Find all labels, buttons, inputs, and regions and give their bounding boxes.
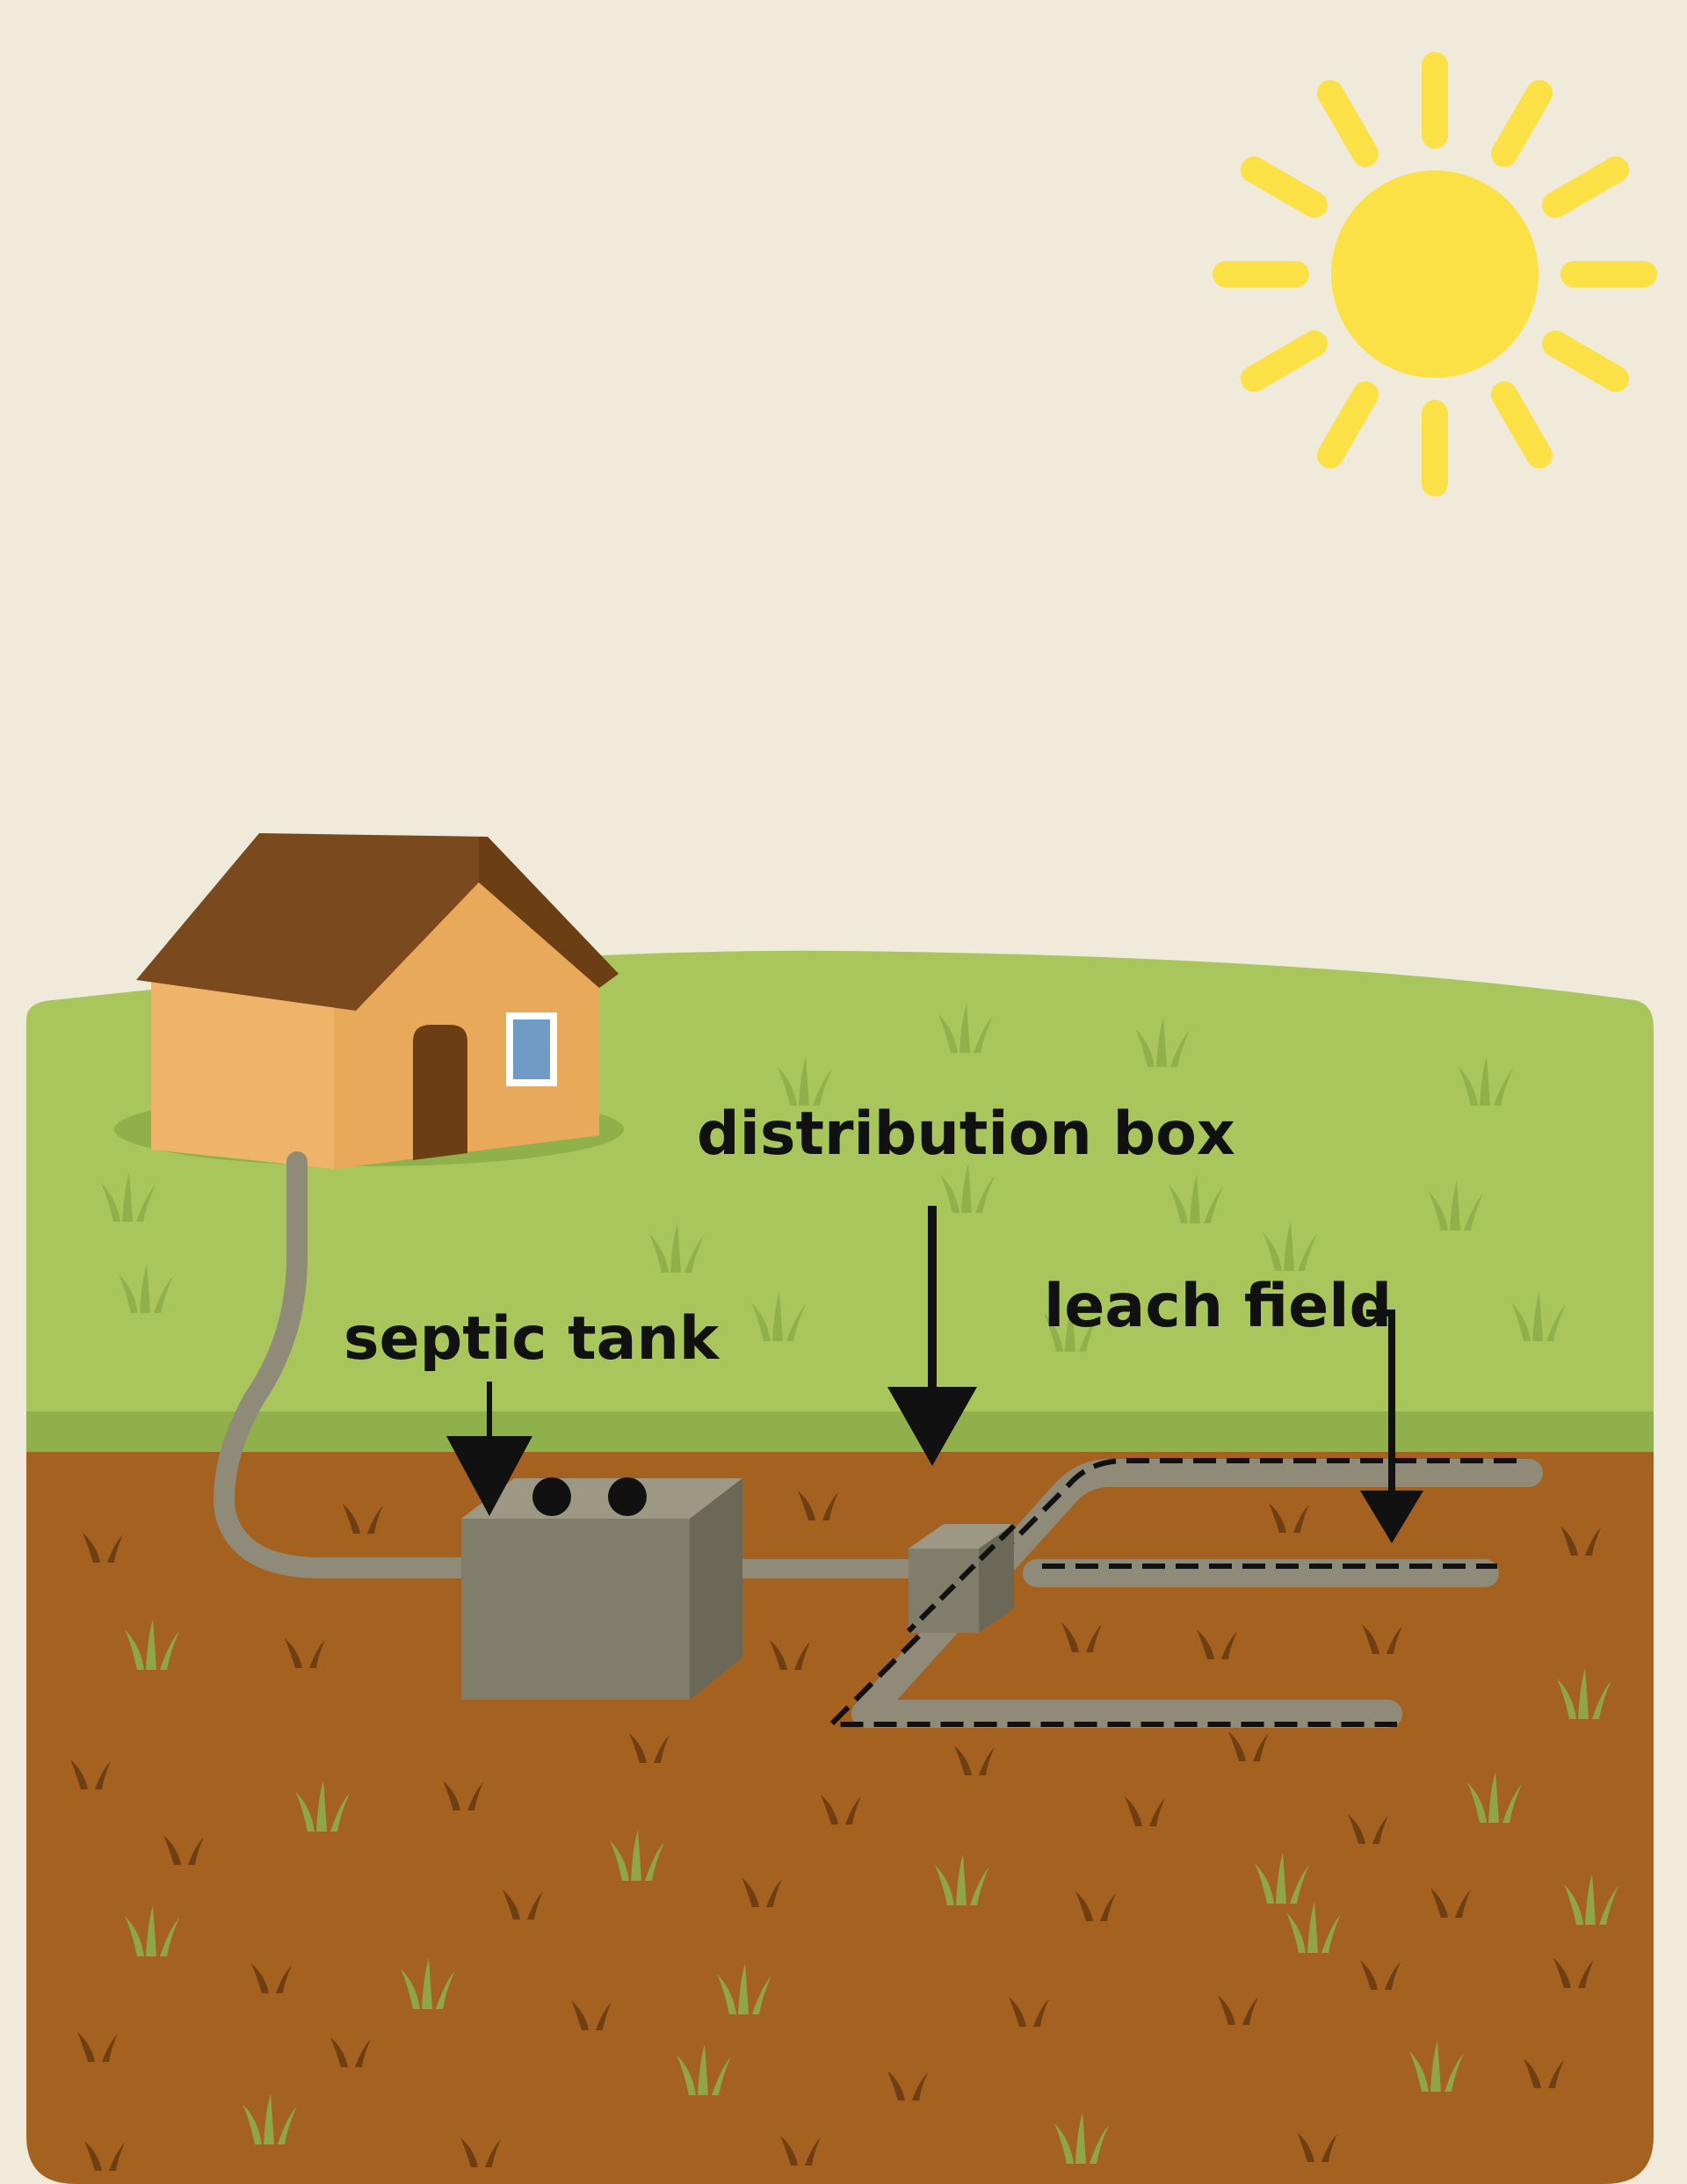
septic-tank xyxy=(461,1477,742,1700)
distribution-box xyxy=(906,1523,1017,1634)
soil-ground xyxy=(26,1452,1654,2184)
house-icon xyxy=(114,833,624,1169)
arrow-down-icon xyxy=(1360,1310,1423,1543)
septic-tank-label: septic tank xyxy=(344,1304,720,1374)
sun-icon xyxy=(1213,52,1657,497)
house-pipe xyxy=(214,1151,476,1578)
leach-field xyxy=(824,1458,1543,1728)
arrow-down-icon xyxy=(887,1206,977,1466)
tank-port-left xyxy=(532,1477,571,1516)
distribution-box-label: distribution box xyxy=(697,1099,1235,1169)
arrow-down-icon xyxy=(446,1382,532,1516)
grass-soil-edge xyxy=(26,1411,1654,1455)
leach-field-label: leach field xyxy=(1044,1272,1392,1341)
outlet-pipe xyxy=(703,1559,923,1578)
tank-port-right xyxy=(608,1477,647,1516)
